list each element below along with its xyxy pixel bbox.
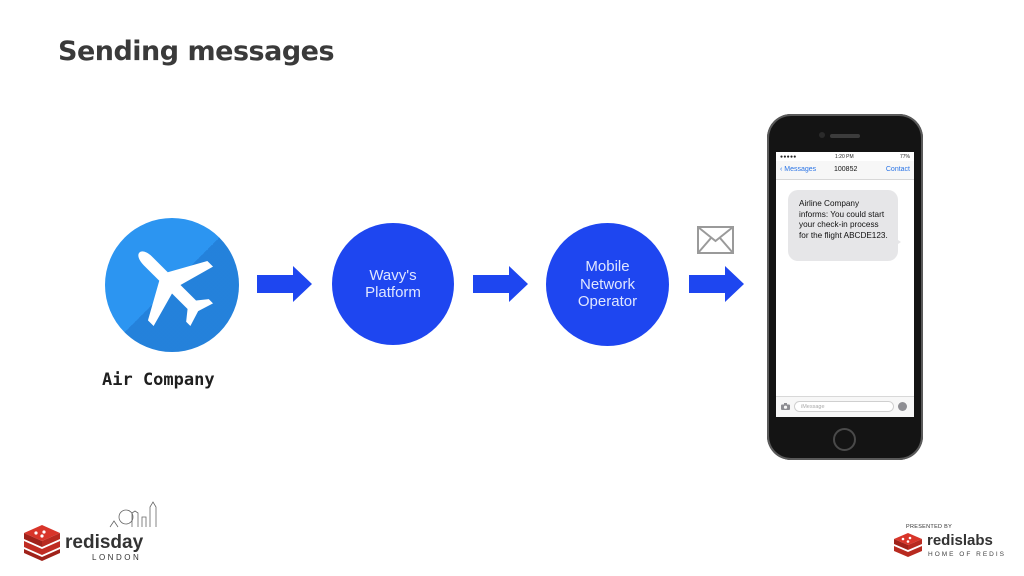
redisday-wordmark: redisday [65,532,144,553]
back-button[interactable]: ‹ Messages [780,166,817,173]
arrow-right-icon [473,266,528,302]
redisday-london-logo: redisday LONDON [24,501,157,562]
message-bubble: Airline Company informs: You could start… [788,190,898,261]
redis-cube-icon [894,533,922,557]
arrow-right-icon [257,266,312,302]
node-label: Mobile Network Operator [577,258,638,311]
redis-cube-icon [24,525,60,561]
microphone-icon[interactable] [898,402,907,411]
air-company-label: Air Company [102,370,215,390]
status-bar: ●●●●● 1:20 PM 77% [776,152,914,161]
home-of-redis-tagline: HOME OF REDIS [928,551,1006,558]
signal-icon: ●●●●● [780,154,797,160]
london-wordmark: LONDON [92,553,141,562]
speaker-grille [830,134,860,138]
camera-icon[interactable] [781,403,790,410]
imessage-input[interactable]: iMessage [794,401,894,412]
messages-nav-bar: ‹ Messages 100852 Contact [776,161,914,180]
sender-number: 100852 [834,166,858,173]
contact-button[interactable]: Contact [885,166,910,173]
battery-level: 77% [899,154,910,160]
arrow-right-icon [689,266,744,302]
home-button [833,428,856,451]
envelope-icon [697,226,734,254]
redislabs-wordmark: redislabs [927,532,993,549]
bubble-tail [895,238,901,246]
page-title: Sending messages [58,36,335,67]
mobile-network-operator-node: Mobile Network Operator [546,223,669,346]
phone-screen: ●●●●● 1:20 PM 77% ‹ Messages 100852 Cont… [776,152,914,417]
status-time: 1:20 PM [835,154,854,160]
presented-by-label: PRESENTED BY [906,524,953,530]
front-camera [819,132,825,138]
airplane-icon [138,251,214,327]
airplane-app-icon [105,218,239,352]
redislabs-logo: redislabs HOME OF REDIS [894,532,1006,558]
node-label: Wavy's Platform [365,266,421,302]
back-label: Messages [784,166,817,173]
smartphone: ●●●●● 1:20 PM 77% ‹ Messages 100852 Cont… [767,114,923,460]
wavys-platform-node: Wavy's Platform [332,223,454,345]
message-input-bar: iMessage [776,396,914,417]
london-skyline-icon [109,501,157,528]
